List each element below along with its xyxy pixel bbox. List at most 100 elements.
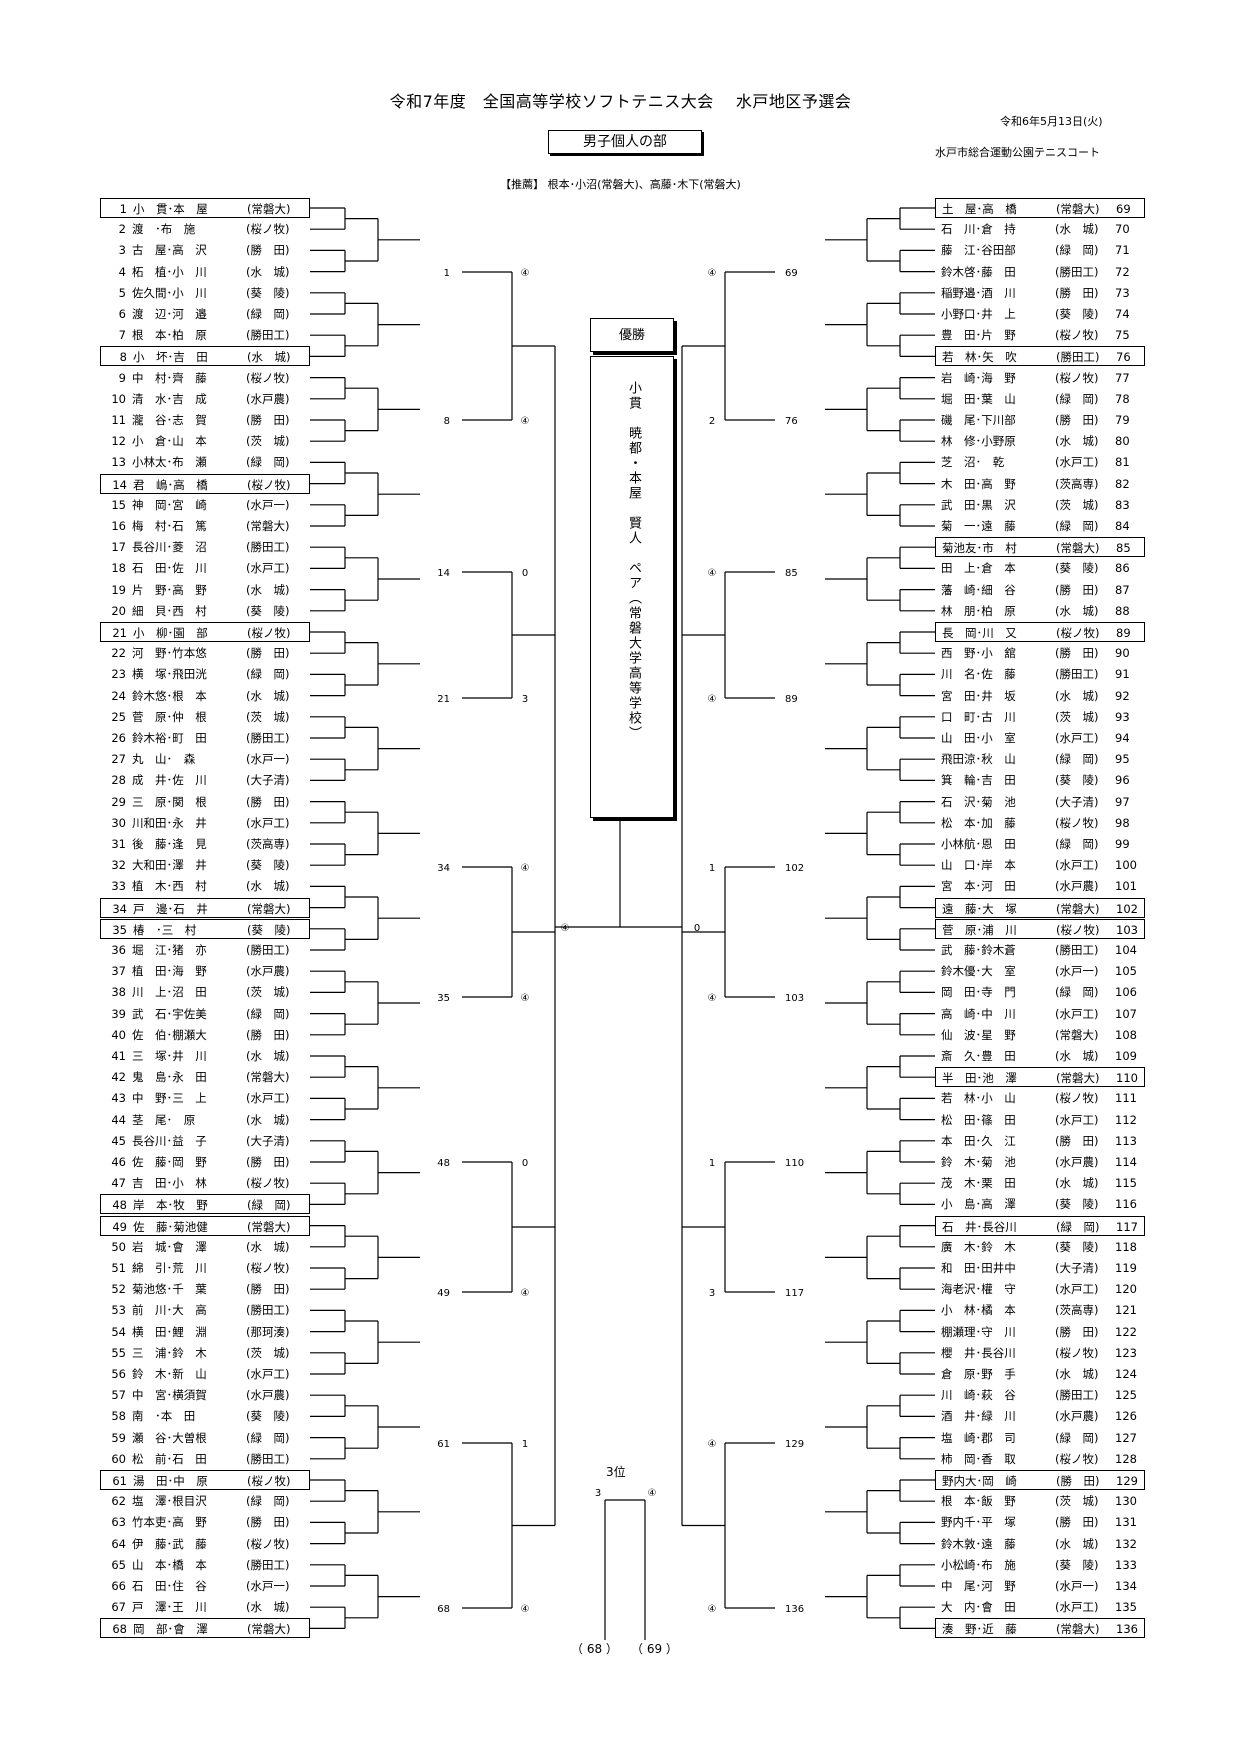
entry-school: (常磐大) bbox=[247, 901, 291, 916]
entry-names: 横 塚･飛田洸 bbox=[132, 667, 207, 682]
entry-number: 13 bbox=[111, 455, 126, 470]
entry-names: 石 沢･菊 池 bbox=[941, 794, 1016, 809]
entry-names: 鈴 木･新 山 bbox=[132, 1367, 207, 1381]
entry-row: 松 田･篠 田(水戸工)112 bbox=[935, 1110, 1145, 1130]
entry-school: (勝田工) bbox=[246, 1303, 290, 1318]
entry-row: 岩 崎･海 野(桜ノ牧)77 bbox=[935, 368, 1145, 388]
entry-names: 宮 田･井 坂 bbox=[941, 688, 1016, 703]
entry-names: 稲野邉･酒 川 bbox=[941, 285, 1016, 300]
entry-school: (桜ノ牧) bbox=[1055, 1345, 1099, 1360]
entry-school: (水戸農) bbox=[246, 391, 290, 406]
entry-names: 林 朋･柏 原 bbox=[941, 603, 1016, 618]
entry-names: 中 村･齊 藤 bbox=[132, 370, 207, 385]
entry-row: 川 名･佐 藤(勝田工)91 bbox=[935, 664, 1145, 684]
entry-school: (勝 田) bbox=[1055, 646, 1099, 661]
entry-row: 石 井･長谷川(緑 岡)117 bbox=[935, 1215, 1145, 1236]
entry-names: 林 修･小野原 bbox=[941, 434, 1016, 449]
entry-school: (茨 城) bbox=[246, 709, 290, 724]
group-score-label: ④ bbox=[521, 1604, 530, 1615]
entry-school: (水戸工) bbox=[1055, 1006, 1099, 1021]
group-number-label: 21 bbox=[437, 694, 450, 705]
entry-school: (緑 岡) bbox=[246, 455, 290, 470]
entry-number: 99 bbox=[1115, 837, 1130, 851]
entry-number: 136 bbox=[1116, 1622, 1138, 1637]
entry-names: 渡 辺･河 邉 bbox=[132, 307, 207, 321]
entry-row: 藩 崎･細 谷(勝 田)87 bbox=[935, 580, 1145, 600]
entry-row: 藤 江･谷田部(緑 岡)71 bbox=[935, 240, 1145, 260]
entry-names: 土 屋･高 橋 bbox=[942, 202, 1017, 216]
entry-school: (勝 田) bbox=[246, 1155, 290, 1169]
entry-number: 93 bbox=[1115, 709, 1130, 724]
entry-school: (桜ノ牧) bbox=[246, 1261, 290, 1275]
entry-row: 山 口･岸 本(水戸工)100 bbox=[935, 855, 1145, 875]
entry-school: (水 城) bbox=[246, 879, 290, 894]
entry-names: 後 藤･逢 見 bbox=[132, 837, 207, 851]
entry-school: (水戸一) bbox=[246, 752, 290, 767]
entry-school: (勝田工) bbox=[1055, 1388, 1099, 1403]
entry-school: (常磐大) bbox=[246, 519, 290, 533]
entry-school: (勝 田) bbox=[246, 1515, 290, 1530]
entry-names: 石 田･住 谷 bbox=[132, 1579, 207, 1593]
entry-school: (葵 陵) bbox=[1055, 773, 1099, 788]
entry-number: 116 bbox=[1115, 1197, 1137, 1212]
entry-names: 前 川･大 高 bbox=[132, 1303, 207, 1318]
entry-names: 小 貫･本 屋 bbox=[133, 202, 208, 216]
entry-number: 130 bbox=[1115, 1494, 1137, 1509]
entry-names: 武 藤･鈴木蒼 bbox=[941, 943, 1016, 957]
entry-number: 126 bbox=[1115, 1409, 1137, 1424]
entry-number: 49 bbox=[112, 1219, 127, 1234]
entry-number: 111 bbox=[1115, 1091, 1137, 1106]
entry-number: 44 bbox=[111, 1112, 126, 1127]
entry-names: 櫻 井･長谷川 bbox=[941, 1345, 1016, 1360]
entry-number: 101 bbox=[1115, 879, 1137, 894]
entry-names: 中 野･三 上 bbox=[132, 1091, 207, 1106]
entry-number: 81 bbox=[1115, 455, 1130, 470]
entry-school: (水戸工) bbox=[1055, 1282, 1099, 1297]
entry-school: (緑 岡) bbox=[246, 1494, 290, 1509]
group-score-label: ④ bbox=[521, 416, 530, 427]
entry-school: (勝 田) bbox=[1055, 413, 1099, 427]
group-score-label: ④ bbox=[521, 993, 530, 1004]
third-place-label: 3位 bbox=[606, 1465, 626, 1479]
entry-names: 鈴木優･大 室 bbox=[941, 964, 1016, 979]
entry-school: (緑 岡) bbox=[1055, 985, 1099, 1000]
entry-names: 佐 伯･棚瀬大 bbox=[132, 1027, 207, 1042]
entry-row: 宮 本･河 田(水戸農)101 bbox=[935, 876, 1145, 896]
group-number-label: 110 bbox=[785, 1158, 804, 1169]
entry-school: (勝田工) bbox=[246, 540, 290, 555]
entry-row: 磯 尾･下川部(勝 田)79 bbox=[935, 410, 1145, 430]
entry-number: 77 bbox=[1115, 370, 1130, 385]
entry-number: 74 bbox=[1115, 307, 1130, 321]
entry-school: (勝 田) bbox=[246, 794, 290, 809]
entry-number: 96 bbox=[1115, 773, 1130, 788]
entry-row: 塩 崎･郡 司(緑 岡)127 bbox=[935, 1428, 1145, 1448]
entry-number: 70 bbox=[1115, 222, 1130, 237]
entry-number: 67 bbox=[111, 1600, 126, 1615]
entry-names: 戸 澤･王 川 bbox=[132, 1600, 207, 1615]
entry-number: 78 bbox=[1115, 391, 1130, 406]
entry-names: 若 林･小 山 bbox=[941, 1091, 1016, 1106]
entry-number: 23 bbox=[111, 667, 126, 682]
entry-number: 40 bbox=[111, 1027, 126, 1042]
entry-row: 口 町･古 川(茨 城)93 bbox=[935, 707, 1145, 727]
entry-row: 木 田･高 野(茨高専)82 bbox=[935, 474, 1145, 494]
entry-school: (葵 陵) bbox=[246, 858, 290, 873]
entry-names: 植 木･西 村 bbox=[132, 879, 207, 894]
entry-number: 133 bbox=[1115, 1557, 1137, 1572]
entry-names: 倉 原･野 手 bbox=[941, 1367, 1016, 1381]
entry-school: (緑 岡) bbox=[246, 1006, 290, 1021]
group-number-label: 34 bbox=[437, 863, 450, 874]
entry-number: 124 bbox=[1115, 1367, 1137, 1381]
entry-school: (水戸工) bbox=[1055, 1600, 1099, 1615]
